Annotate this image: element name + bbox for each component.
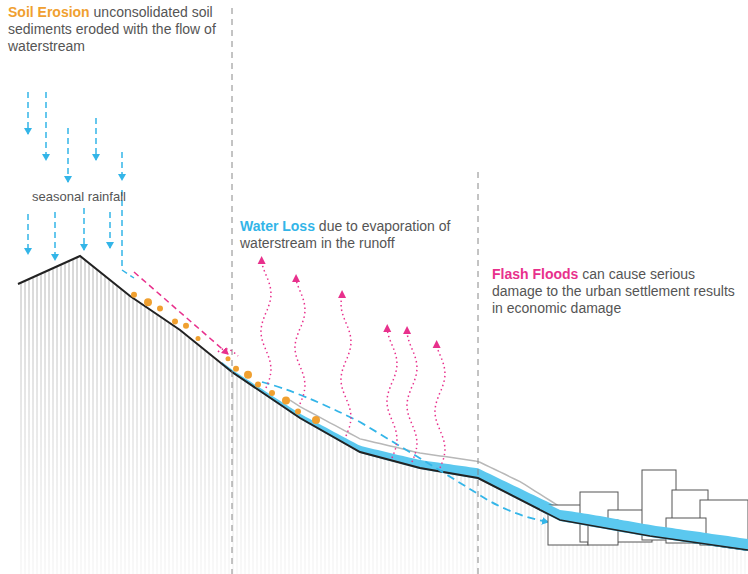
- rain-arrow: [27, 214, 29, 254]
- sediment-dot: [172, 319, 178, 325]
- text-block: Soil Erosion unconsolidated soil sedimen…: [8, 4, 234, 55]
- terrain-line: [540, 510, 748, 550]
- erosion-arrow: [218, 349, 238, 356]
- water-level-line: [290, 400, 560, 507]
- evaporation-head: [383, 324, 391, 332]
- rain-arrow: [109, 212, 111, 248]
- text-block: Water Loss due to evaporation of waterst…: [240, 218, 480, 252]
- sediment-dot: [157, 305, 163, 311]
- terrain-line: [18, 256, 748, 550]
- evaporation-head: [292, 274, 300, 282]
- section-heading: Water Loss: [240, 218, 315, 234]
- rain-arrow: [121, 152, 123, 180]
- section-heading: Flash Floods: [492, 266, 578, 282]
- rain-arrow: [83, 208, 85, 250]
- evaporation-arrow: [407, 333, 417, 462]
- sediment-dot: [144, 298, 152, 306]
- evaporation-arrow: [261, 262, 271, 388]
- text-block: seasonal rainfall: [32, 188, 172, 205]
- text-block: Flash Floods can cause serious damage to…: [492, 266, 742, 317]
- evaporation-head: [258, 256, 266, 264]
- evaporation-head: [433, 340, 441, 348]
- rain-arrow: [95, 118, 97, 160]
- evaporation-arrow: [435, 348, 445, 468]
- ground-fade: [18, 256, 748, 574]
- evaporation-head: [338, 290, 346, 298]
- erosion-arrow: [134, 272, 228, 354]
- evaporation-head: [403, 326, 411, 334]
- sediment-dot: [282, 397, 290, 405]
- section-divider: [478, 172, 479, 574]
- sediment-dot: [255, 382, 261, 388]
- ground-hatching: [18, 256, 748, 574]
- rain-arrow: [67, 128, 69, 182]
- evaporation-arrow: [295, 281, 305, 404]
- rain-arrow: [54, 212, 56, 260]
- sediment-dot: [312, 416, 320, 424]
- water-runoff: [222, 362, 746, 551]
- sediment-dot: [131, 292, 137, 298]
- sediment-dot: [196, 336, 201, 341]
- flood-water: [540, 500, 748, 551]
- sediment-dot: [183, 323, 189, 329]
- rain-arrow: [27, 92, 29, 134]
- sediment-dot: [233, 366, 239, 372]
- evaporation-arrow: [387, 332, 397, 458]
- evaporation-arrow: [341, 298, 351, 436]
- sediment-dot: [269, 390, 275, 396]
- section-divider: [232, 8, 233, 574]
- rain-arrow: [45, 92, 47, 160]
- sediment-dot: [244, 371, 252, 379]
- sediment-dot: [295, 409, 301, 415]
- section-heading: Soil Erosion: [8, 4, 90, 20]
- sediment-dot: [226, 356, 231, 361]
- annotation-text: seasonal rainfall: [32, 189, 126, 204]
- runoff-arrow: [262, 382, 548, 522]
